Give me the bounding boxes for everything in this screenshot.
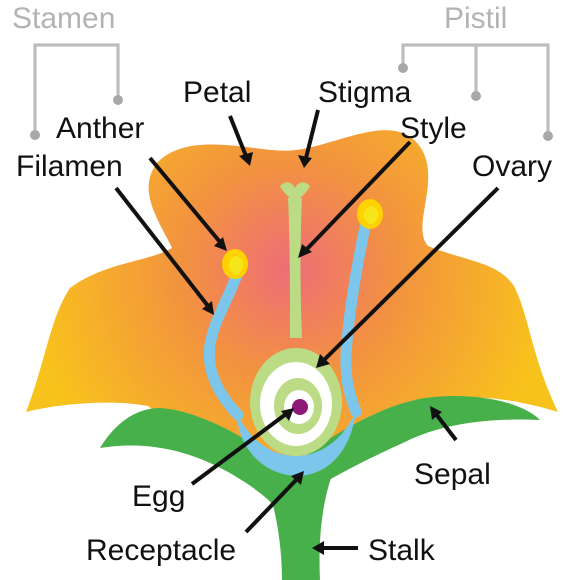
pistil-group-label: Pistil [444, 2, 507, 35]
pistil-bracket [398, 43, 553, 141]
filament-right [340, 216, 372, 418]
receptacle-shape [236, 410, 356, 476]
label-filamen: Filamen [16, 150, 123, 183]
label-sepal: Sepal [414, 458, 491, 491]
sepal-right [290, 396, 540, 495]
label-anther: Anther [56, 112, 144, 145]
stigma-shape [280, 182, 310, 200]
filament-left [203, 266, 244, 421]
stamen-group-label: Stamen [12, 2, 115, 35]
sepal-left [100, 408, 285, 510]
label-stigma: Stigma [318, 76, 412, 109]
anther-right [357, 199, 383, 229]
label-style: Style [400, 112, 467, 145]
label-receptacle: Receptacle [86, 534, 236, 567]
stalk-shape [262, 470, 334, 580]
anther-left [222, 249, 248, 279]
egg-dot [292, 399, 308, 415]
label-stalk: Stalk [368, 534, 436, 567]
stamen-bracket [30, 43, 123, 140]
label-egg: Egg [132, 480, 185, 513]
pointers [114, 109, 500, 555]
label-ovary: Ovary [472, 150, 552, 183]
style-shape [288, 198, 302, 338]
label-petal: Petal [183, 76, 251, 109]
